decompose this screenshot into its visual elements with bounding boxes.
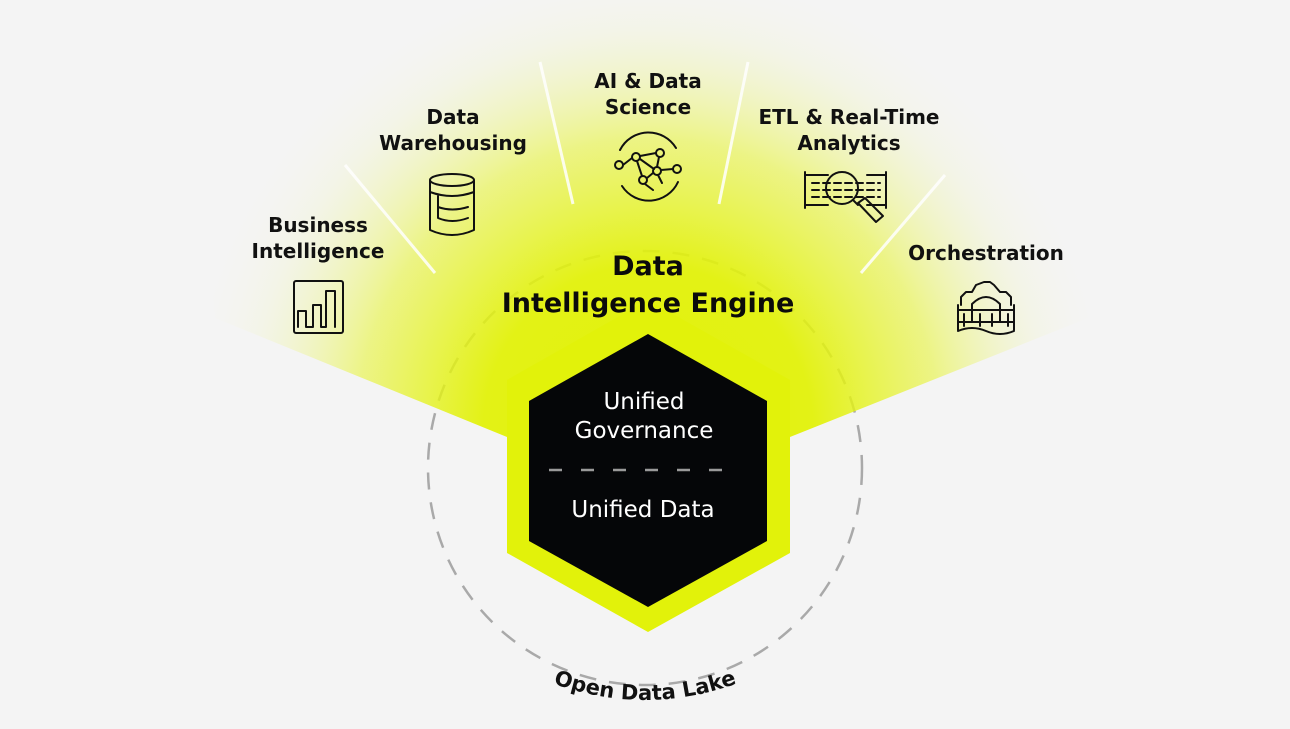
category-label-line: ETL & Real-Time bbox=[758, 105, 940, 129]
core-label-line: Unified bbox=[603, 389, 685, 415]
category-label-line: Intelligence bbox=[251, 239, 385, 263]
separator-line bbox=[717, 61, 750, 205]
category-label-line: Orchestration bbox=[908, 241, 1064, 265]
category-label-line: AI & Data bbox=[594, 69, 702, 93]
gear-bridge-icon bbox=[957, 281, 1015, 335]
unified-data-label: Unified Data bbox=[571, 497, 715, 523]
capability-fan bbox=[180, 0, 1110, 437]
category-orchestration: Orchestration bbox=[908, 240, 1064, 266]
separator-line bbox=[343, 164, 437, 274]
engine-title: Data Intelligence Engine bbox=[502, 248, 795, 322]
category-label-line: Business bbox=[268, 213, 368, 237]
separator-line bbox=[538, 61, 575, 205]
core-label-line: Governance bbox=[574, 418, 714, 444]
network-icon bbox=[614, 131, 682, 202]
fan-separators bbox=[343, 61, 947, 274]
category-data-warehousing: Data Warehousing bbox=[379, 104, 527, 156]
category-business-intelligence: Business Intelligence bbox=[252, 212, 385, 264]
engine-title-line: Intelligence Engine bbox=[501, 288, 795, 319]
engine-title-line: Data bbox=[612, 251, 684, 282]
magnifier-data-icon bbox=[804, 171, 887, 223]
bar-chart-icon bbox=[293, 280, 344, 334]
category-label-line: Warehousing bbox=[379, 131, 527, 155]
separator-line bbox=[859, 174, 947, 274]
category-etl-analytics: ETL & Real-Time Analytics bbox=[759, 104, 940, 156]
database-icon bbox=[429, 173, 475, 236]
category-label-line: Analytics bbox=[797, 131, 901, 155]
open-data-lake-label: Open Data Lake bbox=[551, 665, 738, 705]
unified-governance-label: Unified Governance bbox=[575, 388, 714, 446]
category-label-line: Data bbox=[426, 105, 480, 129]
category-ai-data-science: AI & Data Science bbox=[594, 68, 701, 120]
category-label-line: Science bbox=[604, 95, 692, 119]
